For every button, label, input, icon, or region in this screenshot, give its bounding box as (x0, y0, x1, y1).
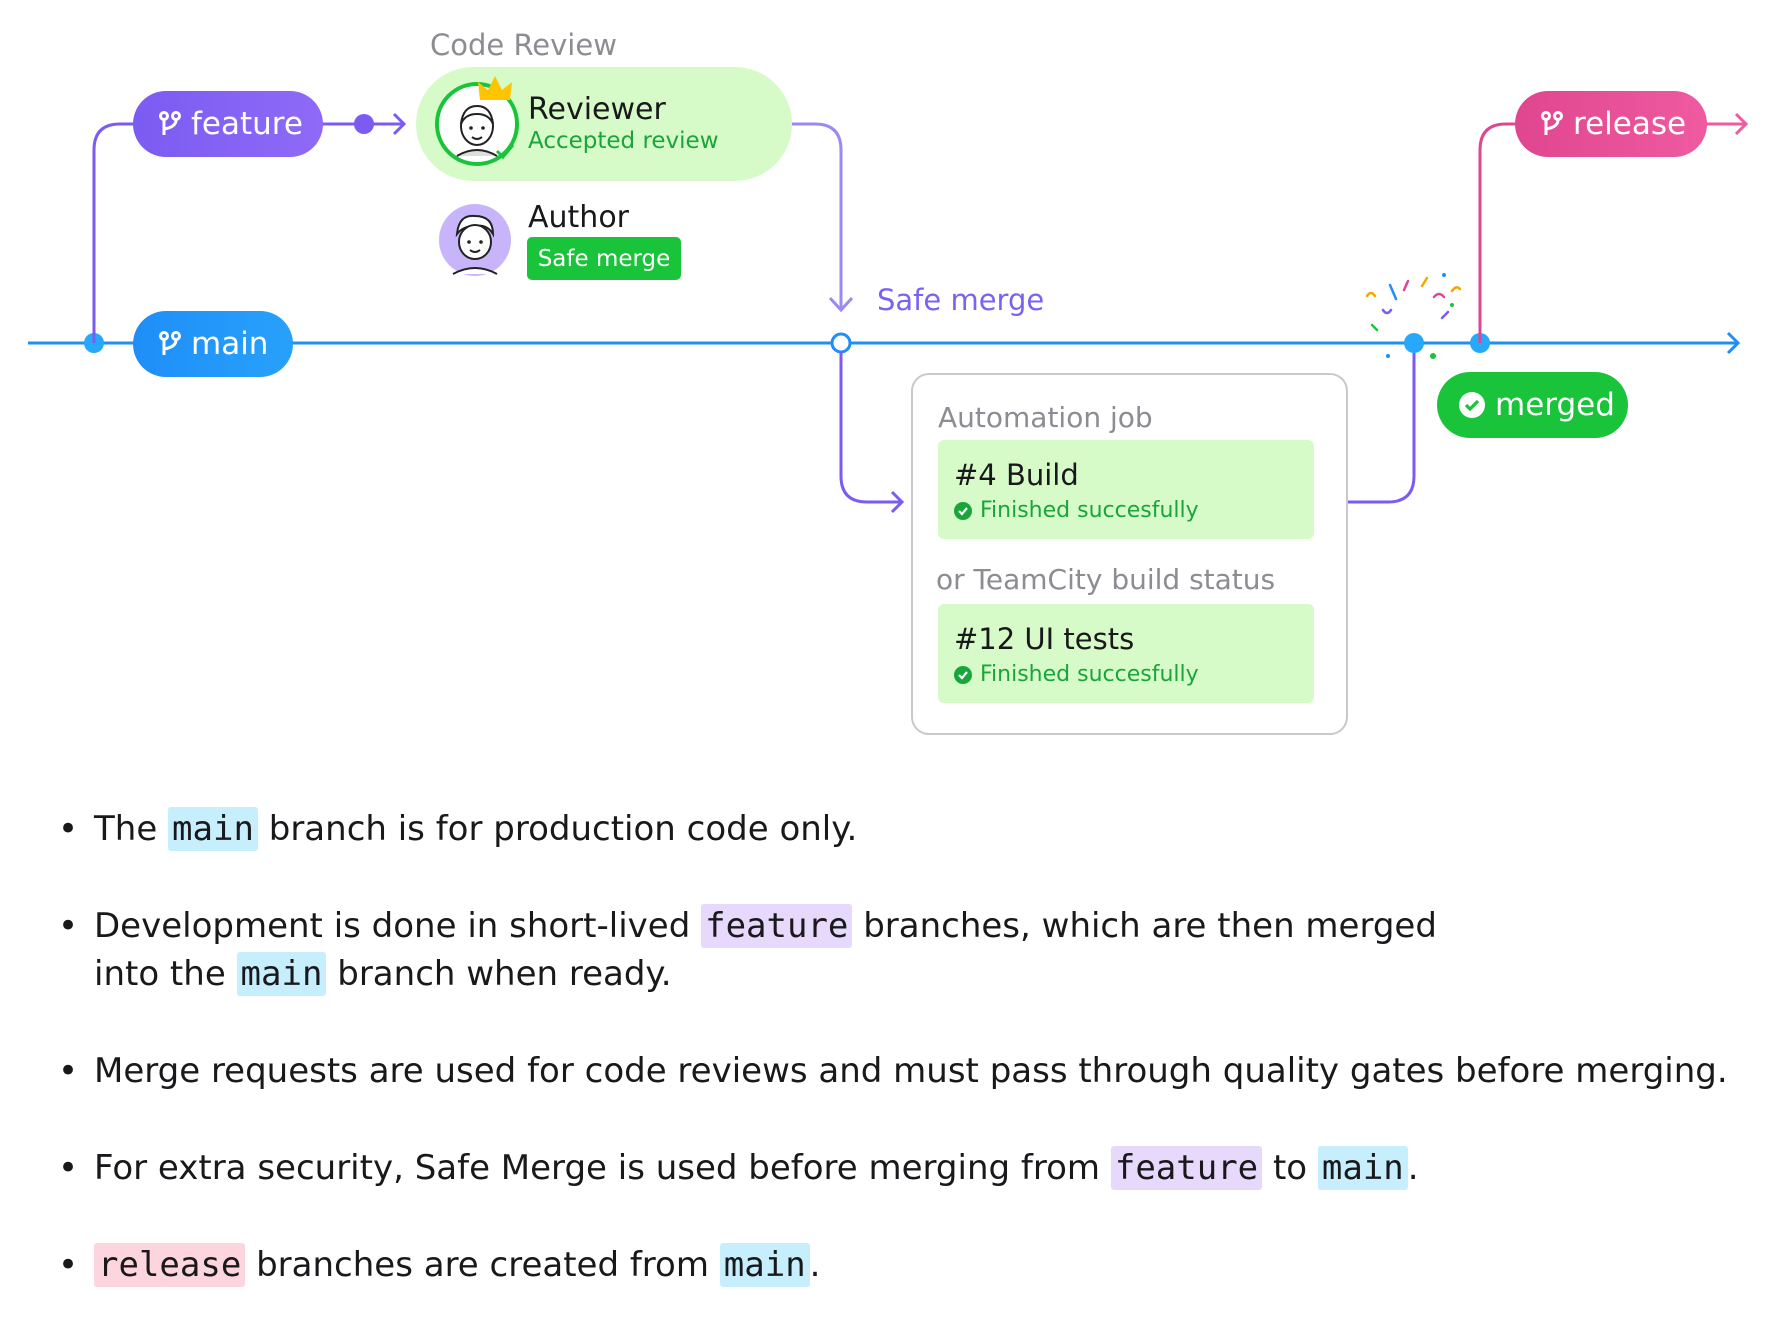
note-item: Merge requests are used for code reviews… (58, 1047, 1758, 1095)
note-item: release branches are created from main. (58, 1241, 1758, 1289)
branching-diagram: Code Review feature main release (28, 28, 1749, 735)
note-text: branches are created from (245, 1245, 720, 1285)
note-text: branches, which are then merged (852, 906, 1437, 946)
safe-merge-label: Safe merge (877, 283, 1045, 317)
git-branch-icon (159, 331, 181, 355)
feature-branch-line (92, 122, 140, 343)
author-title: Author (528, 200, 630, 235)
reviewer-status: Accepted review (528, 128, 719, 154)
git-branch-icon (1541, 111, 1563, 135)
code-release: release (94, 1243, 246, 1287)
release-branch-line (1478, 122, 1520, 343)
reviewer-face-icon (456, 104, 498, 157)
job-status-text: Finished succesfully (980, 662, 1199, 687)
note-text: into the (94, 954, 237, 994)
note-text: branch when ready. (326, 954, 672, 994)
merged-badge: merged (1437, 372, 1628, 438)
job-title: #4 Build (954, 458, 1079, 492)
check-icon (495, 144, 515, 160)
merged-label: merged (1495, 387, 1615, 423)
job-title: #12 UI tests (954, 622, 1135, 656)
automation-to-main-line (1348, 353, 1416, 504)
release-arrow-icon (1734, 112, 1749, 136)
note-item: The main branch is for production code o… (58, 805, 1758, 853)
note-text: . (1407, 1148, 1419, 1188)
check-circle-icon (954, 665, 972, 684)
job-status: Finished succesfully (954, 662, 1199, 687)
confetti-icon (1365, 273, 1462, 359)
code-main: main (168, 807, 258, 851)
diagram-lines (28, 112, 1749, 514)
note-text: Development is done in short-lived (94, 906, 702, 946)
note-text: to (1262, 1148, 1318, 1188)
note-text: . (809, 1245, 821, 1285)
down-arrow-icon (828, 296, 854, 313)
author-face-icon (452, 214, 498, 275)
release-branch-pill[interactable]: release (1515, 91, 1707, 157)
author-avatar (439, 204, 511, 276)
feature-arrow-icon (392, 112, 407, 136)
note-text: For extra security, Safe Merge is used b… (94, 1148, 1111, 1188)
note-item: Development is done in short-lived featu… (58, 902, 1758, 998)
crown-icon (478, 76, 512, 100)
teamcity-label: or TeamCity build status (936, 563, 1276, 596)
feature-branch-pill[interactable]: feature (133, 91, 323, 157)
code-main: main (719, 1243, 810, 1287)
notes-list: The main branch is for production code o… (58, 805, 1758, 1338)
job-card-build[interactable]: #4 Build Finished succesfully (938, 440, 1314, 539)
main-branch-label: main (191, 326, 269, 362)
note-item: For extra security, Safe Merge is used b… (58, 1144, 1758, 1192)
author-safe-merge-badge[interactable]: Safe merge (527, 237, 681, 280)
code-main: main (236, 952, 327, 996)
review-to-merge-line (792, 122, 843, 310)
note-text: Merge requests are used for code reviews… (94, 1051, 1728, 1091)
release-branch-label: release (1573, 106, 1687, 142)
merge-node (1404, 333, 1424, 353)
job-card-ui-tests[interactable]: #12 UI tests Finished succesfully (938, 604, 1314, 703)
code-review-label: Code Review (430, 28, 617, 62)
reviewer-title: Reviewer (528, 92, 666, 127)
code-feature: feature (1110, 1146, 1263, 1190)
automation-job-label: Automation job (938, 401, 1153, 434)
automation-arrow-icon (890, 490, 905, 514)
main-branch-pill[interactable]: main (133, 311, 293, 377)
check-circle-icon (954, 501, 972, 520)
safe-merge-node (830, 332, 852, 354)
git-branch-icon (159, 111, 181, 135)
job-status: Finished succesfully (954, 498, 1199, 523)
main-arrow-icon (1726, 331, 1741, 355)
note-text: The (94, 809, 169, 849)
note-text: branch is for production code only. (257, 809, 858, 849)
feature-commit-node (354, 114, 374, 134)
code-main: main (1317, 1146, 1408, 1190)
job-status-text: Finished succesfully (980, 498, 1199, 523)
check-circle-icon (1459, 392, 1485, 418)
code-feature: feature (701, 904, 853, 948)
feature-branch-label: feature (191, 106, 303, 142)
merge-to-automation-line (839, 352, 902, 504)
